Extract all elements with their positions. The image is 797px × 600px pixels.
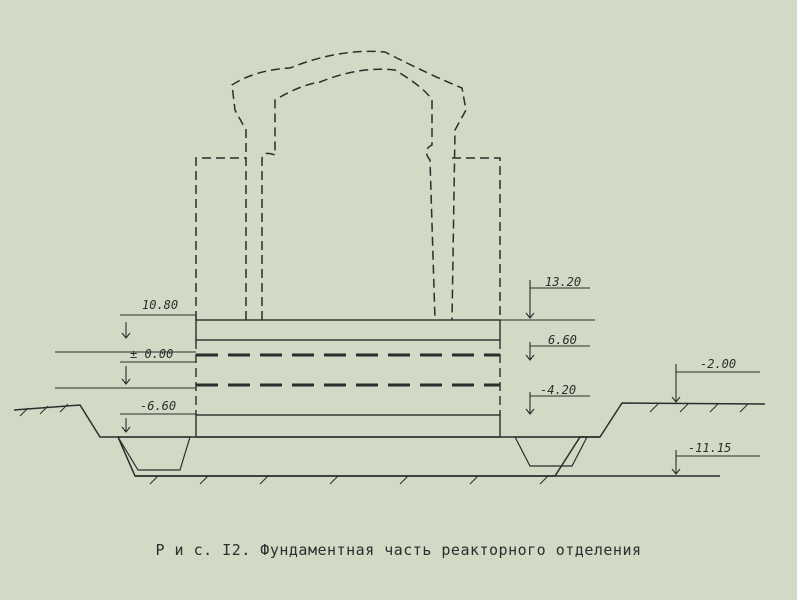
level-label-10-80: 10.80 — [142, 298, 178, 312]
right-level-markers — [500, 280, 760, 475]
level-label-minus-11-15: -11.15 — [688, 441, 731, 455]
level-label-minus-4-20: -4.20 — [540, 383, 576, 397]
level-label-0-00: ± 0.00 — [130, 347, 173, 361]
left-level-markers — [55, 314, 196, 433]
figure-caption: Р и с. I2. Фундаментная часть реакторног… — [155, 541, 642, 559]
backfill-right — [514, 436, 588, 467]
level-label-minus-2-00: -2.00 — [700, 357, 736, 371]
upper-slab — [195, 319, 501, 341]
level-label-minus-6-60: -6.60 — [140, 399, 176, 413]
intermediate-slabs — [195, 340, 501, 415]
level-label-6-60: 6.60 — [548, 333, 577, 347]
ground-hatching — [19, 403, 749, 485]
level-label-13-20: 13.20 — [545, 275, 581, 289]
side-walls — [195, 157, 501, 320]
containment-dome — [231, 50, 467, 321]
base-slab — [195, 414, 501, 438]
backfill-left — [116, 436, 191, 471]
